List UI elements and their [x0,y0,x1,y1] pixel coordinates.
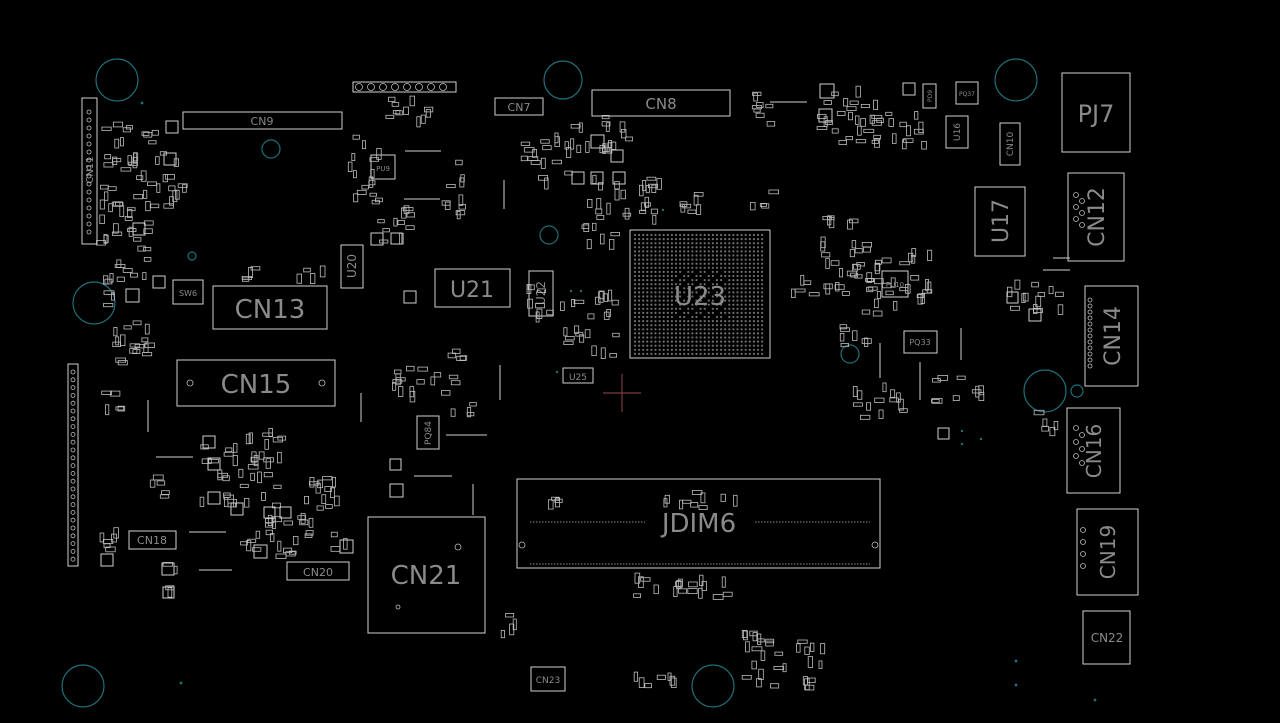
connector-cn15[interactable]: CN15 [176,359,336,407]
mounting-hole [994,58,1038,102]
smd-component-pads [70,82,1093,691]
via [661,208,665,212]
u23-label: U23 [674,282,726,312]
mounting-hole [95,58,139,102]
switch-sw6[interactable]: SW6 [172,279,204,305]
pq33-label: PQ33 [909,338,930,347]
chip-u23-bga[interactable]: U23 [629,229,771,359]
sw6-label: SW6 [179,289,197,298]
transistor-pq37[interactable]: PQ37 [955,81,979,105]
connector-cn8[interactable]: CN8 [591,89,731,117]
transistor-pq84[interactable]: PQ84 [416,415,440,450]
cn10-label: CN10 [1006,131,1016,156]
cn21-label: CN21 [391,561,462,591]
connector-cn21[interactable]: CN21 [367,516,486,634]
connector-cn14[interactable]: CN14 [1084,285,1139,387]
pq84-label: PQ84 [424,421,434,445]
transistor-pq33[interactable]: PQ33 [903,330,938,354]
connector-cn10[interactable]: CN10 [999,122,1021,166]
mounting-hole [187,251,197,261]
mounting-hole [72,281,116,325]
via [1014,659,1018,663]
cn20-label: CN20 [303,566,333,579]
u17-label: U17 [989,199,1014,243]
via [555,370,559,374]
cn11-label: CN11 [85,156,96,183]
cn9-label: CN9 [251,115,274,128]
mounting-hole [840,344,860,364]
mounting-hole [261,139,281,159]
mounting-hole [691,664,735,708]
jdim6-label: JDIM6 [660,509,736,539]
connector-pj7[interactable]: PJ7 [1061,72,1131,153]
cn12-label: CN12 [1085,187,1110,247]
cn13-label: CN13 [235,295,306,325]
cn19-label: CN19 [1096,525,1120,579]
pq37-label: PQ37 [959,91,975,98]
via [1014,683,1018,687]
chip-u17[interactable]: U17 [974,186,1026,257]
via [140,101,144,105]
mounting-holes [61,58,1097,708]
diode-pd9[interactable]: PD9 [922,83,937,109]
connector-cn18[interactable]: CN18 [128,530,177,550]
mounting-hole [539,225,559,245]
connector-cn22[interactable]: CN22 [1082,610,1131,665]
pu9-label: PU9 [376,165,390,173]
via [579,289,583,293]
via [960,442,964,446]
connector-cn20[interactable]: CN20 [286,561,350,581]
connector-cn13[interactable]: CN13 [212,285,328,330]
chip-u25[interactable]: U25 [562,367,594,384]
chip-u20[interactable]: U20 [340,244,364,289]
connector-cn12[interactable]: CN12 [1067,172,1125,262]
pj7-label: PJ7 [1078,100,1115,128]
chip-pu9[interactable]: PU9 [370,154,396,180]
via [979,437,983,441]
cn14-label: CN14 [1101,306,1126,366]
connector-cn19[interactable]: CN19 [1076,508,1139,596]
mounting-hole [61,664,105,708]
chip-u21[interactable]: U21 [434,268,511,308]
cn8-label: CN8 [645,95,676,113]
chip-u16[interactable]: U16 [945,115,969,149]
connector-cn7[interactable]: CN7 [494,97,544,116]
mounting-hole [1023,369,1067,413]
u25-label: U25 [569,373,587,383]
cn7-label: CN7 [508,101,531,114]
cn22-label: CN22 [1091,631,1124,645]
cn16-label: CN16 [1082,424,1106,478]
misc-outlines [67,81,1070,571]
mounting-hole [1070,384,1084,398]
via [1093,698,1097,702]
via [179,681,183,685]
u20-label: U20 [345,254,359,278]
connector-cn23[interactable]: CN23 [530,666,566,692]
cn18-label: CN18 [137,534,167,547]
bga-ball-grid [633,233,764,355]
pd9-label: PD9 [927,90,934,102]
connector-cn11[interactable]: CN11 [81,97,98,245]
connector-cn16[interactable]: CN16 [1066,407,1121,494]
dimm-slot-jdim6[interactable]: JDIM6 [516,478,881,569]
connector-cn9[interactable]: CN9 [182,111,343,130]
mounting-hole [543,60,583,100]
via [569,289,573,293]
crosshair-cursor-icon [603,374,641,412]
u16-label: U16 [953,123,963,141]
cn15-label: CN15 [221,370,292,400]
via [960,429,964,433]
u21-label: U21 [450,278,494,303]
cn23-label: CN23 [536,676,560,686]
